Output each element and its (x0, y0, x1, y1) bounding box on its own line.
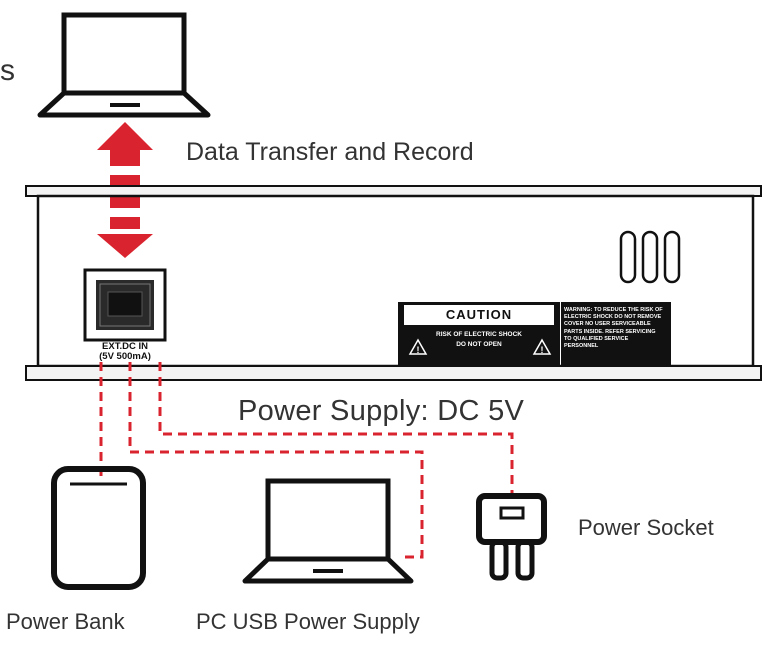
power-cables (99, 362, 514, 559)
pc-usb-power-label: PC USB Power Supply (196, 609, 420, 634)
port-label-line2: (5V 500mA) (99, 351, 151, 362)
data-transfer-label: Data Transfer and Record (186, 138, 474, 166)
warning-text: WARNING: TO REDUCE THE RISK OF ELECTRIC … (564, 307, 663, 350)
device-body (25, 185, 762, 381)
vent-slots (619, 230, 681, 284)
vent-slot-icon (641, 230, 659, 284)
vent-slot-icon (663, 230, 681, 284)
data-transfer-arrow (97, 122, 153, 258)
warning-triangle-icon (408, 338, 428, 355)
warning-triangle-icon (532, 338, 552, 355)
partial-edge-text: s (0, 54, 15, 87)
caution-title: CAUTION (445, 307, 513, 322)
power-bank-label: Power Bank (6, 609, 125, 634)
svg-text:!: ! (541, 345, 544, 355)
usb-b-port-icon (83, 268, 167, 342)
power-supply-label: Power Supply: DC 5V (238, 395, 525, 427)
power-plug-icon (476, 493, 547, 581)
caution-line2: DO NOT OPEN (456, 341, 502, 348)
pc-usb-cable (128, 362, 424, 559)
vent-slot-icon (619, 230, 637, 284)
svg-text:!: ! (417, 345, 420, 355)
caution-line1: RISK OF ELECTRIC SHOCK (436, 331, 522, 338)
port-label-line1: EXT.DC IN (102, 341, 148, 352)
caution-label: ! ! (398, 302, 671, 366)
pc-laptop-icon (242, 478, 414, 584)
power-socket-label: Power Socket (578, 515, 714, 540)
power-socket-cable (158, 362, 514, 498)
laptop-icon (37, 12, 211, 118)
power-bank-icon (51, 466, 146, 590)
